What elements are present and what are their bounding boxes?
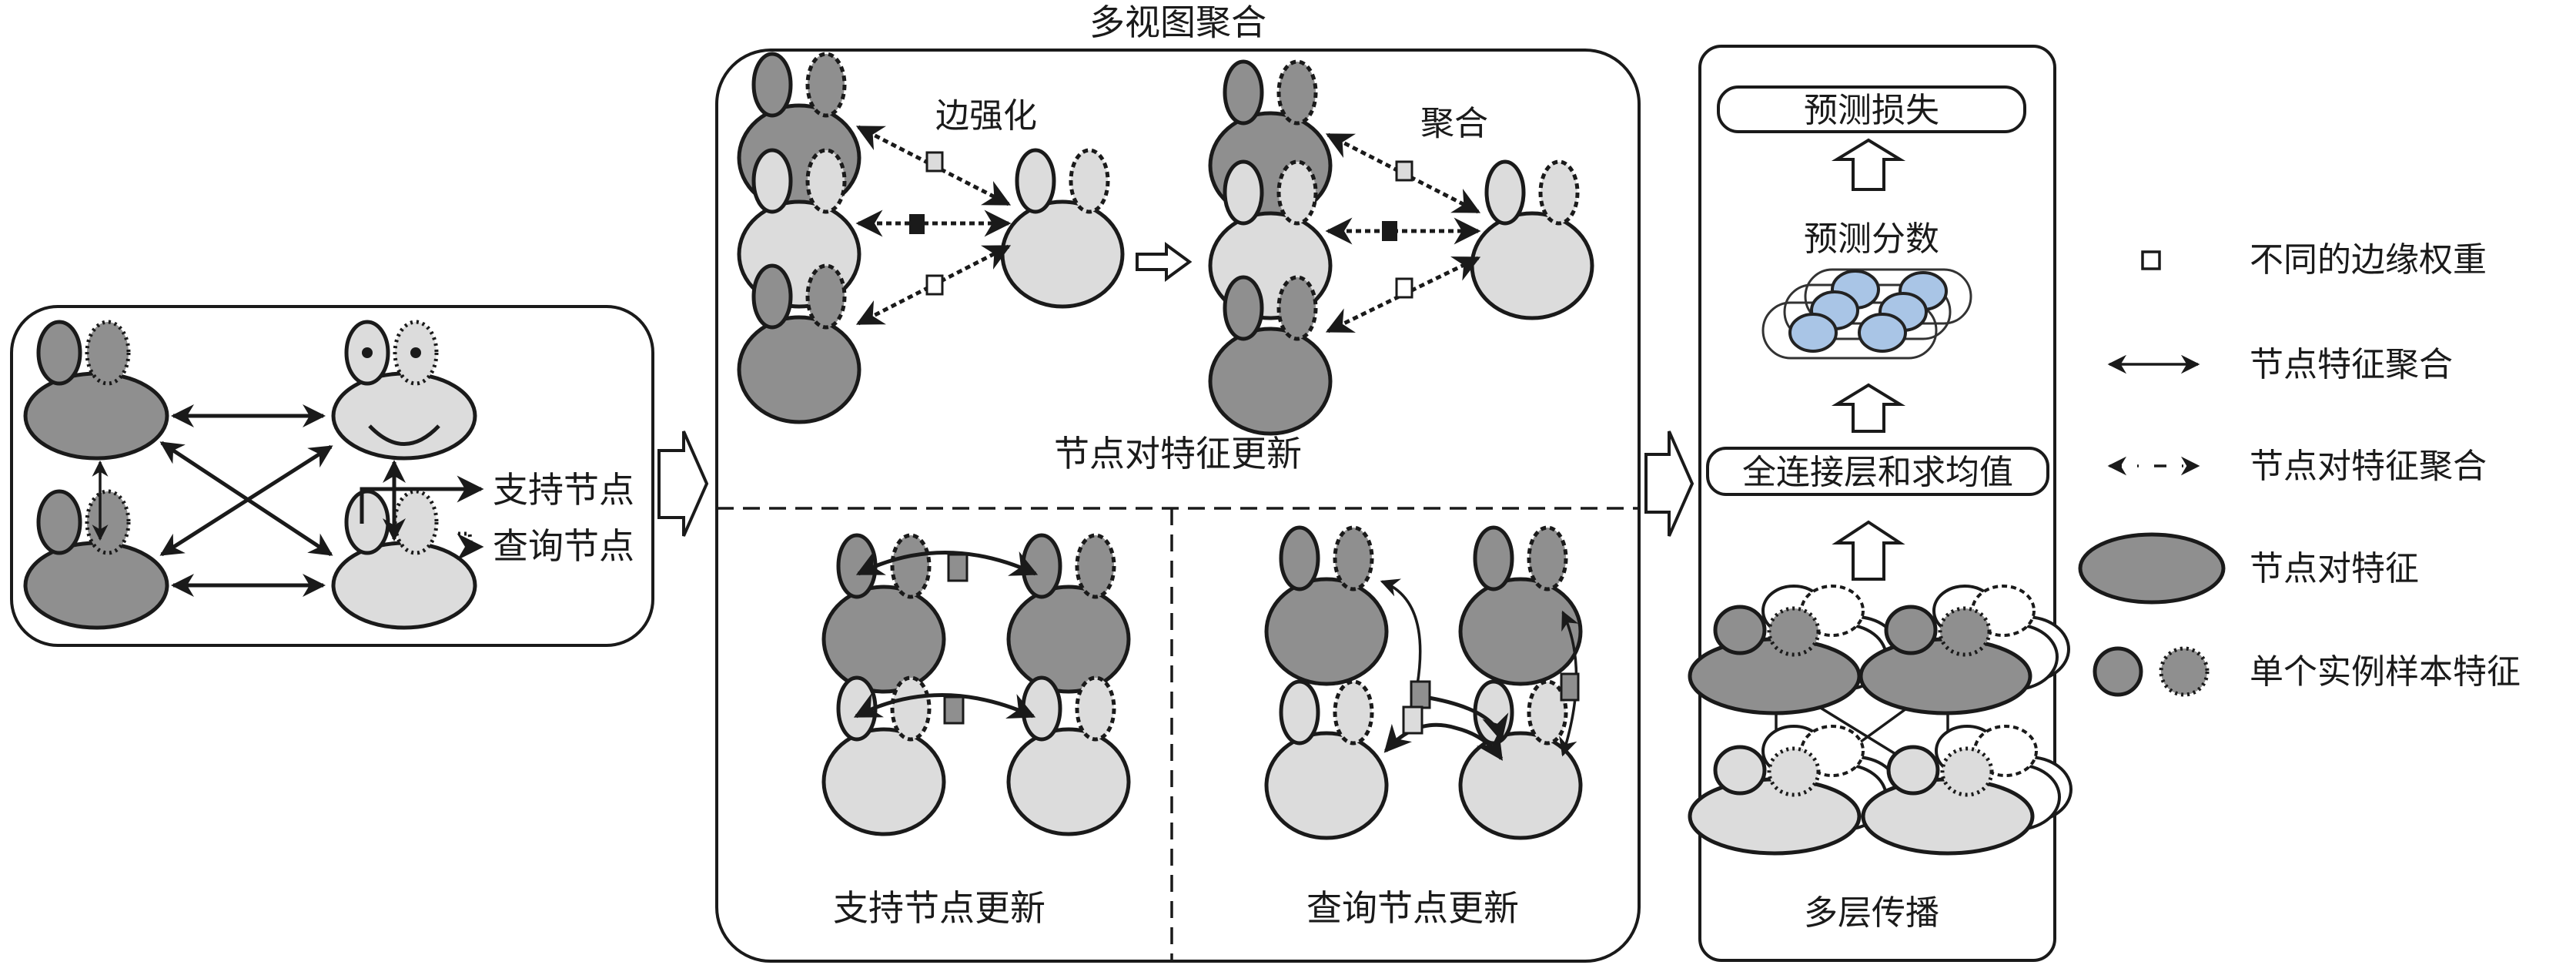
rabbit-node: [1460, 528, 1581, 684]
edge-weight-icon: [1382, 221, 1397, 241]
edge-weight-icon: [1410, 680, 1431, 709]
legend-item: 节点特征聚合: [2107, 345, 2453, 384]
node-aggregation-arrow: [855, 551, 1039, 576]
propagation-label: 多层传播: [1804, 893, 1939, 933]
score-node: [1788, 313, 1838, 353]
node-query-2: [333, 491, 475, 628]
query-update-label: 查询节点更新: [1306, 887, 1519, 929]
input-graph-panel: 支持节点 查询节点: [10, 305, 654, 647]
instance-circle-icon: [2093, 646, 2143, 697]
query-node-label: 查询节点: [493, 525, 634, 567]
rabbit-node: [1460, 682, 1581, 838]
legend: 不同的边缘权重 节点特征聚合 节点对特征聚合 节点对特征 单个实例样本特征: [2078, 240, 2521, 697]
edge-weight-icon: [943, 695, 965, 725]
ellipse-node-pair-icon: [2078, 532, 2226, 605]
legend-item: 节点对特征聚合: [2107, 447, 2487, 486]
rabbit-node: [1009, 678, 1129, 834]
node-aggregation-arrow: [1380, 578, 1422, 690]
edge-weight-icon: [1395, 277, 1413, 299]
prediction-loss-label: 预测损失: [1804, 91, 1939, 130]
score-node: [1858, 313, 1907, 353]
legend-item: 节点对特征: [2078, 532, 2419, 605]
edge-weight-icon: [925, 274, 944, 296]
flow-arrow-icon: [1136, 242, 1193, 282]
rabbit-node: [1266, 528, 1387, 684]
square-edge-weight-icon: [2141, 250, 2161, 270]
edge-arrow: [159, 444, 333, 557]
fc-layer-label: 全连接层和求均值: [1742, 453, 2013, 492]
legend-label: 不同的边缘权重: [2250, 240, 2487, 280]
multilayer-propagation-graph: [1690, 586, 2071, 853]
query-pointer-arrow: [457, 531, 484, 561]
rabbit-node: [1472, 162, 1592, 318]
multi-view-aggregation-panel: 多视图聚合 边强化 聚合 节点对特征更新: [715, 2, 1641, 963]
legend-label: 节点对特征聚合: [2250, 447, 2487, 486]
rabbit-node: [824, 678, 944, 834]
rabbit-node: [1002, 150, 1122, 307]
node-aggregation-arrow: [853, 693, 1036, 719]
node-query-smiley: [333, 322, 475, 458]
eye-dot-icon: [362, 347, 373, 358]
aggregate-label: 聚合: [1420, 104, 1488, 143]
legend-label: 节点对特征: [2250, 549, 2419, 588]
fc-layer-box: [1706, 447, 2049, 496]
support-node-label: 支持节点: [493, 469, 634, 511]
legend-label: 节点特征聚合: [2250, 345, 2453, 384]
edge-weight-icon: [909, 214, 925, 234]
node-support-1: [25, 322, 167, 458]
up-arrow-icon: [1831, 383, 1906, 433]
prediction-panel: 预测损失 预测分数 全连接层和求均值 多层传播: [1690, 45, 2071, 962]
up-arrow-icon: [1832, 520, 1905, 581]
edge-weight-icon: [947, 553, 969, 582]
support-update-label: 支持节点更新: [833, 887, 1045, 929]
prediction-score-label: 预测分数: [1804, 219, 1939, 259]
eye-dot-icon: [410, 347, 421, 358]
up-arrow-icon: [1831, 138, 1906, 191]
multi-view-title: 多视图聚合: [1089, 2, 1266, 43]
edge-weight-icon: [1560, 672, 1580, 702]
smile-icon: [368, 424, 440, 446]
instance-circle-dotted-icon: [2159, 646, 2210, 697]
prediction-score-cluster: [1761, 268, 1972, 360]
rabbit-node: [1009, 535, 1129, 692]
prediction-loss-box: [1717, 85, 2026, 133]
node-pair-update-label: 节点对特征更新: [1054, 433, 1302, 474]
legend-label: 单个实例样本特征: [2250, 652, 2521, 692]
flow-arrow-icon: [1644, 431, 1694, 537]
node-aggregation-arrow: [1383, 722, 1504, 761]
node-support-2: [25, 491, 167, 628]
rabbit-node: [1266, 682, 1387, 838]
support-pointer-arrow: [360, 475, 484, 524]
edge-weight-icon: [925, 151, 944, 173]
edge-weight-icon: [1402, 705, 1423, 735]
legend-item: 不同的边缘权重: [2141, 240, 2487, 280]
flow-arrow-icon: [657, 431, 709, 537]
rabbit-node: [824, 535, 944, 692]
edge-weight-icon: [1395, 160, 1413, 182]
edge-enhance-label: 边强化: [935, 96, 1037, 136]
legend-item: 单个实例样本特征: [2093, 646, 2521, 697]
